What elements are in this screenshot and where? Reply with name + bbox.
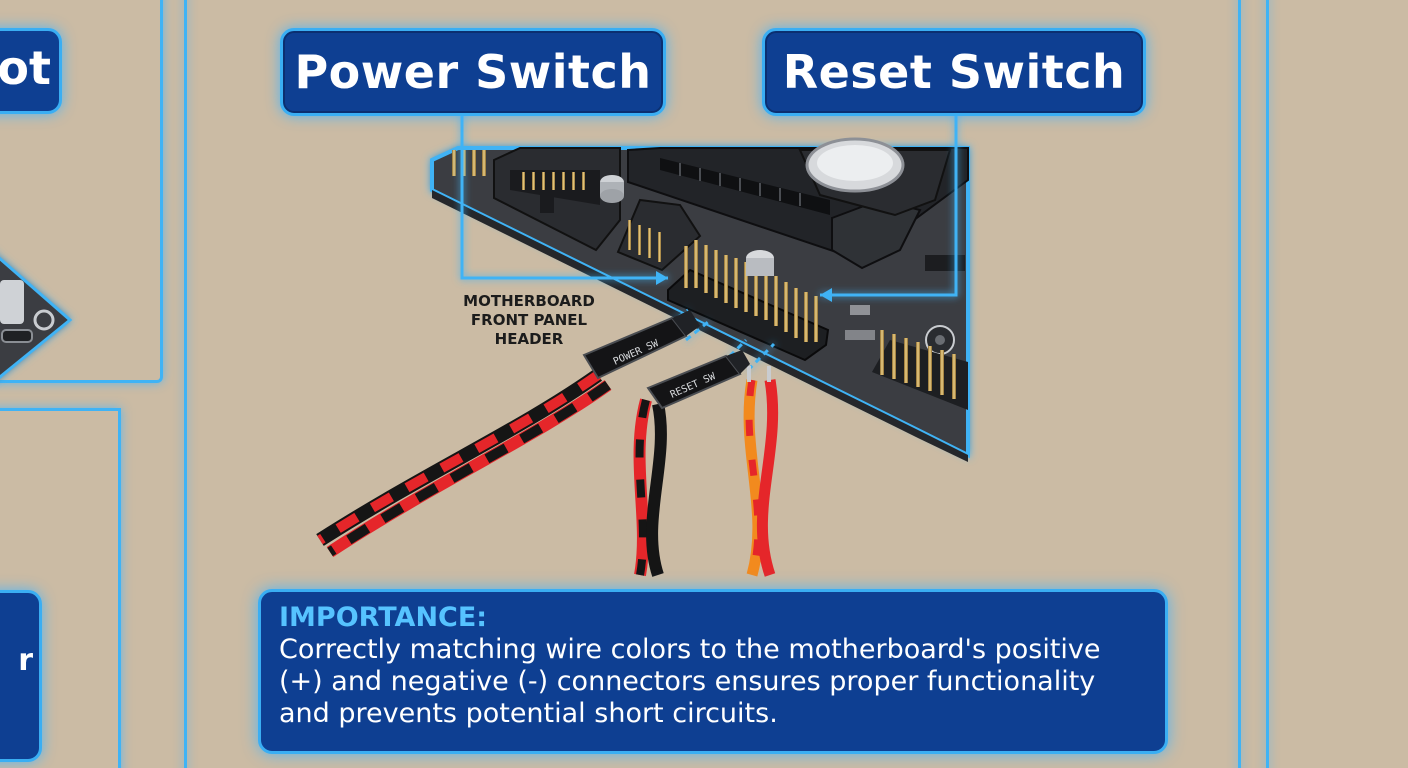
left-partial-label-top: ot [0, 28, 62, 114]
left-panel-frame [0, 0, 163, 383]
callout-lines [460, 110, 958, 297]
left-partial-label-bottom: r [0, 590, 42, 762]
left-partial-label-bottom-text: r [18, 643, 33, 678]
center-panel-left-edge [184, 0, 187, 768]
reset-sw-wire [633, 398, 667, 577]
importance-title: IMPORTANCE: [279, 602, 488, 633]
capacitor-small [600, 175, 624, 203]
power-switch-label: Power Switch [280, 28, 666, 116]
small-pin-header [616, 198, 702, 272]
importance-text: Correctly matching wire colors to the mo… [279, 634, 1101, 729]
callout-arrowheads [656, 271, 832, 302]
header-label-line-2: FRONT PANEL [470, 311, 588, 329]
shrouded-header [493, 147, 621, 252]
reset-switch-label-text: Reset Switch [782, 45, 1126, 99]
power-switch-label-text: Power Switch [294, 45, 652, 99]
front-panel-header-label: MOTHERBOARD FRONT PANEL HEADER [450, 292, 608, 349]
left-partial-label-top-text: ot [0, 41, 51, 95]
led-wire [743, 366, 779, 577]
header-label-line-1: MOTHERBOARD [463, 292, 595, 310]
right-components [845, 255, 968, 410]
right-panel-edge [1238, 0, 1241, 768]
reset-sw-connector: RESET SW [646, 350, 750, 410]
header-label-line-3: HEADER [494, 330, 564, 348]
importance-box: IMPORTANCE: Correctly matching wire colo… [258, 589, 1168, 754]
power-sw-wire [316, 369, 612, 558]
front-panel-header [667, 240, 830, 362]
top-left-pins [452, 150, 486, 176]
far-right-panel-edge [1266, 0, 1269, 768]
reset-switch-label: Reset Switch [762, 28, 1146, 116]
left-board-fragment [0, 256, 73, 379]
cmos-battery [798, 137, 952, 217]
left-lower-panel-frame [0, 408, 121, 768]
